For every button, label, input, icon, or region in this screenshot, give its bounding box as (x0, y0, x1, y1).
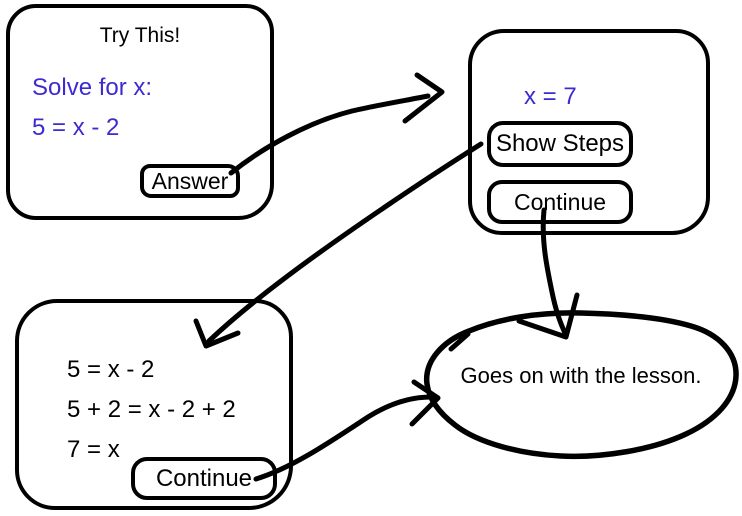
show-steps-button[interactable]: Show Steps (487, 121, 633, 167)
problem-prompt: Solve for x: (32, 74, 153, 101)
arrow-resultcontinue-to-blob-head (516, 292, 580, 340)
step-line: 7 = x (67, 436, 120, 463)
arrow-stepscontinue-to-blob-head (409, 379, 441, 427)
result-card: x = 7 Show Steps Continue (468, 29, 710, 235)
problem-card: Try This! Solve for x: 5 = x - 2 Answer (6, 4, 274, 220)
result-continue-button[interactable]: Continue (487, 180, 633, 224)
step-line: 5 = x - 2 (67, 356, 155, 383)
problem-equation: 5 = x - 2 (32, 114, 120, 141)
answer-button[interactable]: Answer (140, 164, 240, 198)
arrow-answer-to-result-head (402, 72, 445, 124)
steps-card: 5 = x - 2 5 + 2 = x - 2 + 2 7 = x Contin… (15, 299, 293, 510)
result-equation: x = 7 (524, 83, 577, 110)
outcome-blob-pen-hook (448, 331, 471, 352)
problem-card-title: Try This! (99, 24, 181, 47)
step-line: 5 + 2 = x - 2 + 2 (67, 396, 236, 423)
steps-continue-button[interactable]: Continue (131, 457, 277, 500)
outcome-label: Goes on with the lesson. (460, 363, 702, 388)
